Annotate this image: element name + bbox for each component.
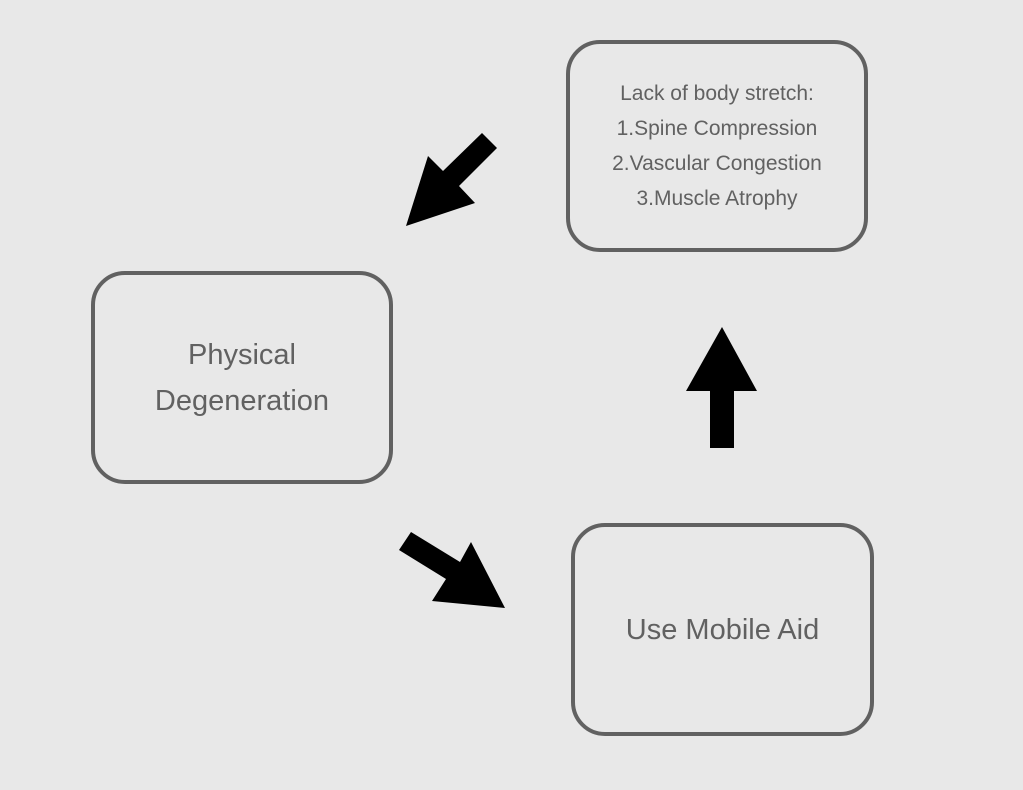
arrow-up-icon [686, 327, 757, 448]
node-label-line-2: Degeneration [154, 384, 330, 417]
node-title: Lack of body stretch: [620, 82, 814, 105]
node-item-vascular-congestion: 2.Vascular Congestion [612, 152, 822, 175]
arrow-down-right-icon [399, 532, 505, 608]
node-lack-of-body-stretch: Lack of body stretch: 1.Spine Compressio… [566, 40, 868, 252]
node-label-line-1: Physical [187, 338, 296, 371]
arrow-down-left-icon [406, 133, 497, 226]
node-label: Use Mobile Aid [625, 613, 820, 646]
node-item-muscle-atrophy: 3.Muscle Atrophy [636, 187, 798, 210]
node-use-mobile-aid: Use Mobile Aid [571, 523, 874, 736]
node-item-spine-compression: 1.Spine Compression [616, 117, 818, 140]
node-physical-degeneration: Physical Degeneration [91, 271, 393, 484]
